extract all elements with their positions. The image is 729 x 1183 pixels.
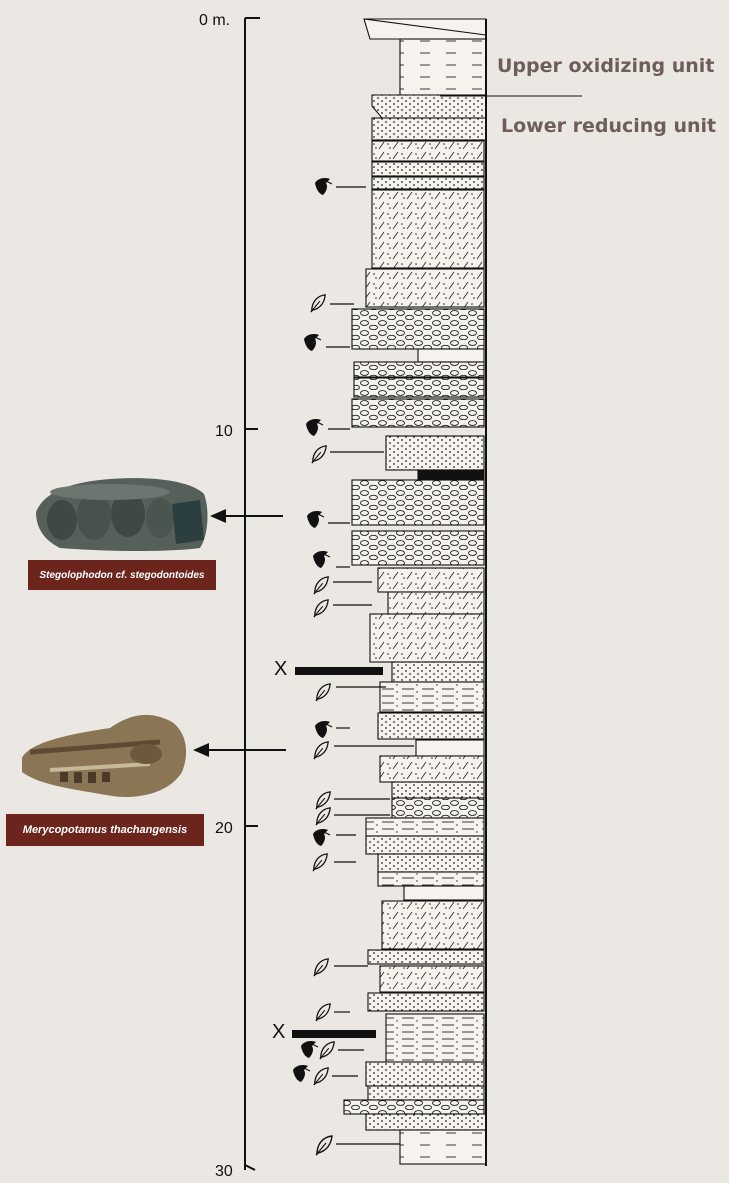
leaf-icon <box>314 742 328 759</box>
arrows <box>193 509 286 757</box>
gastropod-icon <box>293 1065 310 1082</box>
leaf-icon <box>314 577 328 594</box>
leaf-icon <box>316 792 330 809</box>
gastropod-icon <box>313 829 330 846</box>
tick-label-10: 10 <box>215 423 233 440</box>
molar-tooth-photo <box>36 478 207 551</box>
lower-reducing-unit-label: Lower reducing unit <box>501 115 716 137</box>
leaf-icon <box>314 959 328 976</box>
tick-label-30: 30 <box>215 1163 233 1178</box>
skull-photo <box>22 715 186 797</box>
leaf-icon <box>316 684 330 701</box>
leaf-icon <box>313 854 327 871</box>
fossil-caption-merycopotamus: Merycopotamus thachangensis <box>6 814 204 846</box>
depth-scale: 0 m. 10 20 30 <box>199 12 260 1178</box>
x-marker-upper: X <box>274 658 287 680</box>
gastropod-icon <box>306 419 323 436</box>
gastropod-icon <box>307 511 324 528</box>
gastropod-icon <box>315 721 332 738</box>
stratigraphic-column <box>344 19 582 1166</box>
leaf-icon <box>316 808 330 825</box>
leaf-icon <box>312 446 326 463</box>
leaf-icon <box>314 1068 328 1085</box>
gastropod-icon <box>313 551 330 568</box>
upper-oxidizing-unit-label: Upper oxidizing unit <box>497 55 714 77</box>
leaf-icon <box>320 1042 334 1059</box>
gastropod-icon <box>304 334 321 351</box>
fossil-caption-stegolophodon: Stegolophodon cf. stegodontoides <box>28 560 216 590</box>
gastropod-icon <box>301 1041 318 1058</box>
x-marker-lower: X <box>272 1021 285 1043</box>
tick-label-0: 0 m. <box>199 12 230 29</box>
leaf-icon <box>311 295 325 312</box>
leaf-icon <box>316 1004 330 1021</box>
tick-label-20: 20 <box>215 820 233 837</box>
gastropod-icon <box>315 178 332 195</box>
leaf-icon <box>314 600 328 617</box>
leaf-icon <box>316 1136 332 1155</box>
